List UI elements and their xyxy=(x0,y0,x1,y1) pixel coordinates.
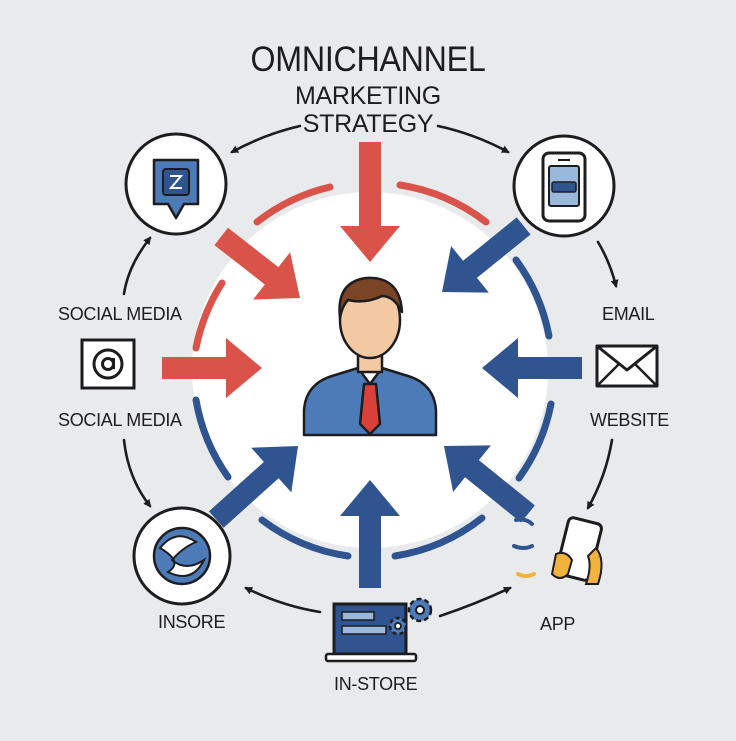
label-insore: INSORE xyxy=(158,612,226,632)
cycle-arrow-top-left xyxy=(230,124,302,154)
label-app: APP xyxy=(540,614,576,634)
cycle-arrow-top-right xyxy=(436,124,510,154)
hand-holding-phone-icon xyxy=(512,516,603,585)
label-in-store: IN-STORE xyxy=(334,674,418,694)
cycle-arrow-bottom-left xyxy=(244,586,322,614)
arrow-upper-left xyxy=(214,227,300,300)
inward-arrows xyxy=(162,142,582,588)
arrow-lower-left xyxy=(208,446,298,528)
ring-arc-blue-1 xyxy=(512,256,553,340)
swirl-logo-icon xyxy=(132,506,232,606)
label-email: EMAIL xyxy=(602,304,655,324)
ring-arc-blue-5 xyxy=(391,514,486,560)
arrow-upper-right xyxy=(442,217,531,293)
outer-cycle-arrows xyxy=(122,124,619,618)
ring-arc-blue-4 xyxy=(258,516,352,560)
title-line-1: OMNICHANNEL xyxy=(250,40,486,79)
label-social-media-top: SOCIAL MEDIA xyxy=(58,304,182,324)
arrow-bottom xyxy=(340,480,400,588)
envelope-icon xyxy=(595,344,659,388)
at-sign-icon xyxy=(80,338,136,390)
label-social-media-bottom: SOCIAL MEDIA xyxy=(58,410,182,430)
cycle-arrow-right-lower xyxy=(586,438,614,510)
ring-arc-red-1 xyxy=(253,183,334,226)
segment-ring xyxy=(192,181,555,560)
ring-arc-blue-2 xyxy=(515,400,555,482)
arrow-right xyxy=(482,338,582,398)
ring-arc-red-2 xyxy=(396,181,490,226)
arrow-left xyxy=(162,338,262,398)
chat-bubble-icon xyxy=(124,132,228,236)
title-line-3: STRATEGY xyxy=(302,110,434,138)
arrow-lower-right xyxy=(444,445,535,523)
title-line-2: MARKETING xyxy=(295,82,441,110)
ring-arc-blue-3 xyxy=(192,396,232,481)
cycle-arrow-right-upper xyxy=(596,240,619,288)
cycle-arrow-left-lower xyxy=(122,438,152,508)
laptop-gears-icon xyxy=(324,597,433,663)
label-website: WEBSITE xyxy=(590,410,669,430)
ring-arc-red-3 xyxy=(192,279,226,352)
mobile-phone-icon xyxy=(512,134,616,238)
business-person-icon xyxy=(302,276,438,437)
arrow-top xyxy=(340,142,400,262)
cycle-arrow-left-upper xyxy=(122,236,152,296)
cycle-arrow-bottom-right xyxy=(438,586,512,618)
